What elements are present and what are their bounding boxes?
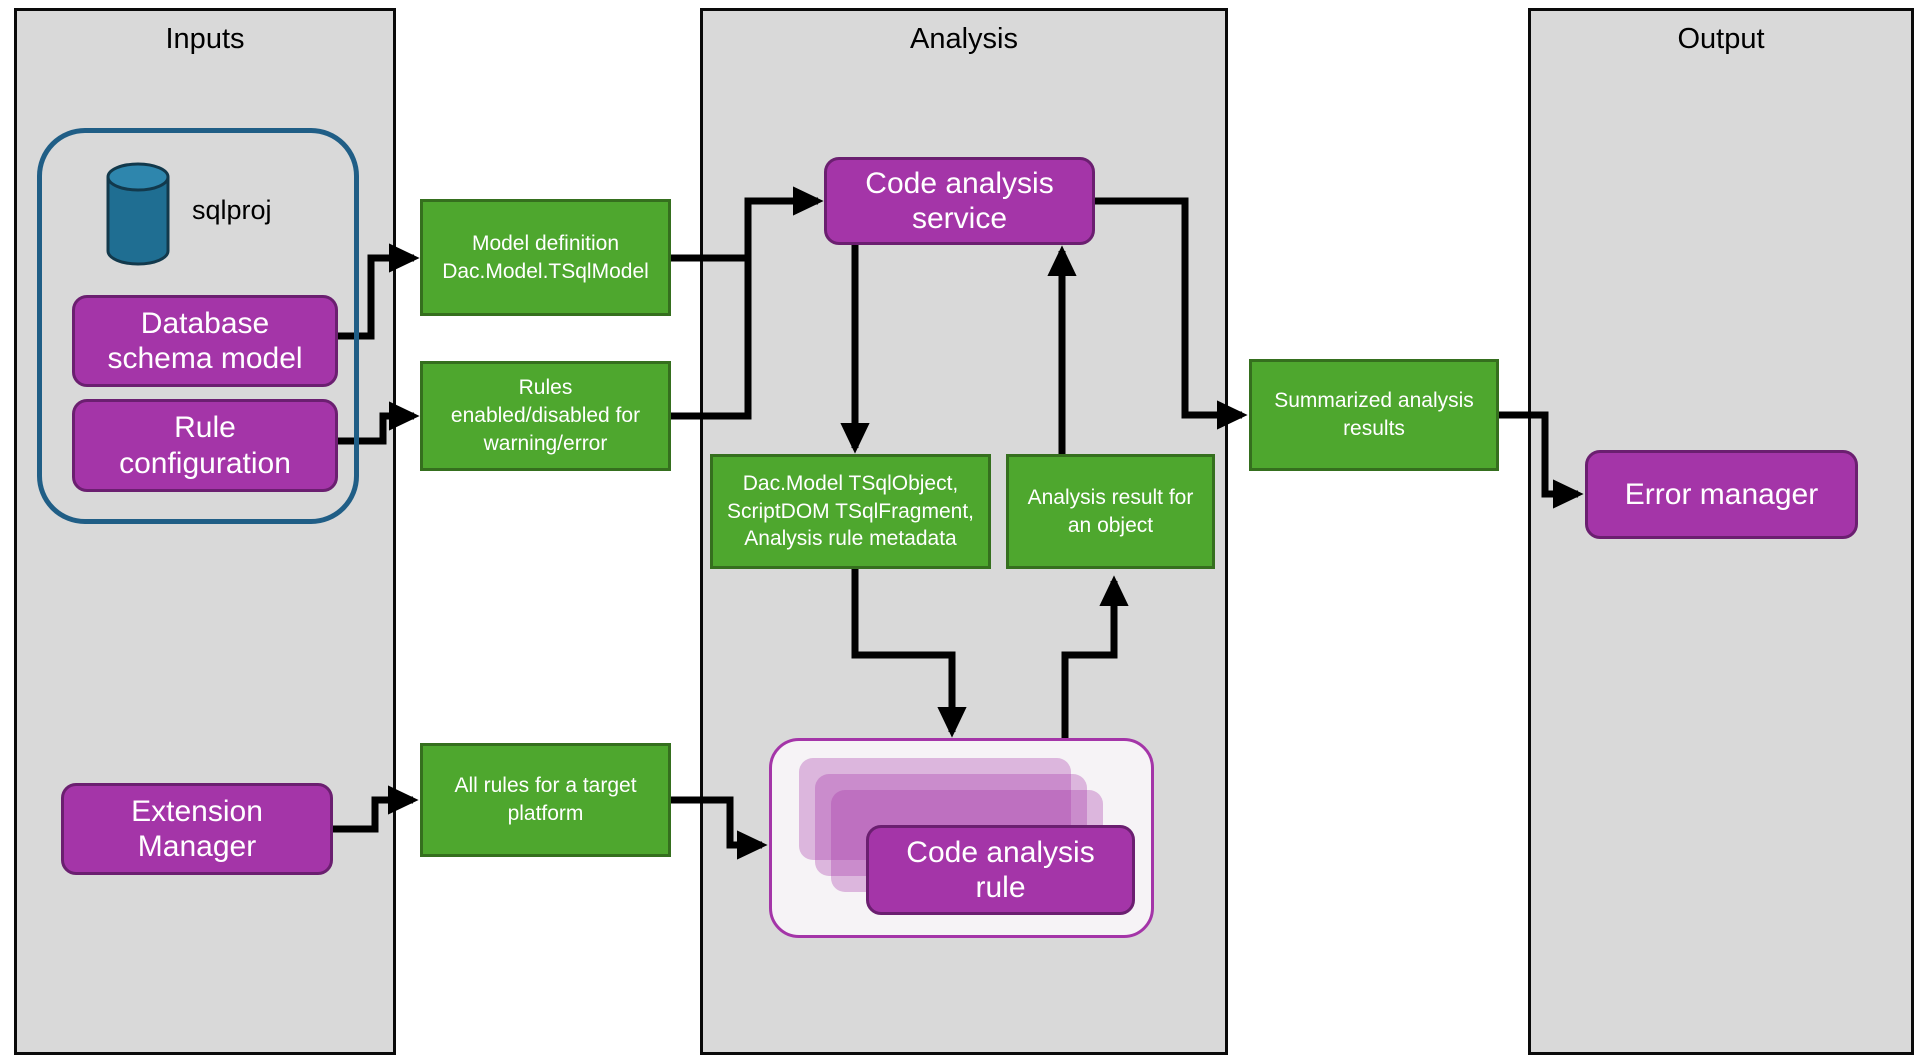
output-panel-title: Output <box>1677 23 1765 55</box>
code-analysis-rule-node: Code analysis rule <box>866 825 1135 915</box>
database-schema-model-node: Database schema model <box>72 295 338 387</box>
code-analysis-rules-group: Code analysis rule <box>769 738 1154 938</box>
code-analysis-service-node: Code analysis service <box>824 157 1095 245</box>
rules-enabled-flow: Rules enabled/disabled for warning/error <box>420 361 671 471</box>
sqlproj-label: sqlproj <box>192 194 272 225</box>
database-cylinder-icon <box>106 162 170 266</box>
analysis-panel-title: Analysis <box>910 23 1018 55</box>
input-sources-group: sqlproj Database schema model Rule confi… <box>37 128 359 524</box>
all-rules-flow: All rules for a target platform <box>420 743 671 857</box>
model-definition-flow: Model definition Dac.Model.TSqlModel <box>420 199 671 316</box>
inputs-panel: Inputs <box>14 8 396 1055</box>
summarized-results-flow: Summarized analysis results <box>1249 359 1499 471</box>
inputs-panel-title: Inputs <box>165 23 245 55</box>
analysis-result-flow: Analysis result for an object <box>1006 454 1215 569</box>
error-manager-node: Error manager <box>1585 450 1858 539</box>
object-metadata-flow: Dac.Model TSqlObject, ScriptDOM TSqlFrag… <box>710 454 991 569</box>
rule-configuration-node: Rule configuration <box>72 399 338 492</box>
extension-manager-node: Extension Manager <box>61 783 333 875</box>
